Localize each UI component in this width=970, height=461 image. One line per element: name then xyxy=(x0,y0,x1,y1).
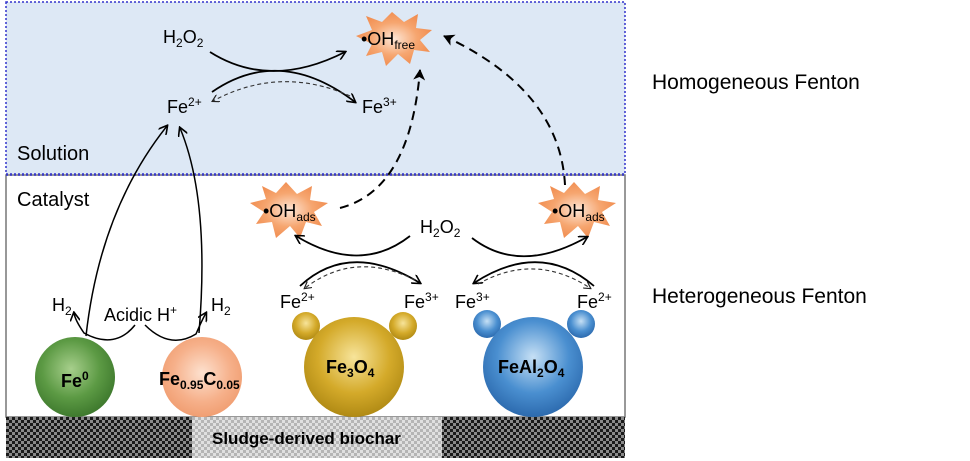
fe3o4-fe2-label: Fe2+ xyxy=(280,290,315,312)
biochar-label: Sludge-derived biochar xyxy=(212,429,401,448)
fe3o4-particle xyxy=(304,317,404,417)
fec-particle xyxy=(162,337,242,417)
fec-h2-evolution-arrow xyxy=(144,313,206,341)
homogeneous-fenton-label: Homogeneous Fenton xyxy=(652,71,860,94)
acidic-h-label: Acidic H+ xyxy=(104,303,178,325)
solution-label: Solution xyxy=(17,143,90,165)
feal2o4-h2o2-to-oh-ads-arrow xyxy=(471,237,587,258)
biochar-light-center xyxy=(192,417,442,458)
fe3o4-small-left xyxy=(292,312,320,340)
fe3o4-label: Fe3O4 xyxy=(326,357,375,380)
fe0-label: Fe0 xyxy=(61,369,89,391)
feal2o4-particle xyxy=(483,317,583,417)
fec-label: Fe0.95C0.05 xyxy=(159,369,240,392)
fe0-particle xyxy=(35,337,115,417)
fe2-to-fe3-arrow xyxy=(211,69,355,102)
h2o2-solution-label: H2O2 xyxy=(163,27,204,50)
feal2o4-fe2-to-fe3-arrow xyxy=(474,261,595,287)
oh-ads-left-star-icon xyxy=(250,182,328,238)
oh-ads-right-star-icon xyxy=(538,182,616,238)
fe3o4-fe3-to-fe2-dashed-arrow xyxy=(305,266,416,288)
fe3o4-fe3-label: Fe3+ xyxy=(404,290,439,312)
feal2o4-fe3-label: Fe3+ xyxy=(455,290,490,312)
h2-left-label: H2 xyxy=(52,295,72,318)
h2-right-label: H2 xyxy=(211,295,231,318)
catalyst-label: Catalyst xyxy=(17,189,90,211)
heterogeneous-fenton-label: Heterogeneous Fenton xyxy=(652,285,867,308)
feal2o4-fe3-to-fe2-dashed-arrow xyxy=(477,268,590,288)
biochar-dark-left xyxy=(6,417,192,458)
feal2o4-small-left xyxy=(473,310,501,338)
oh-ads-left-label: •OHads xyxy=(263,201,316,224)
fe2-solution-label: Fe2+ xyxy=(167,95,202,117)
oh-ads-left-to-oh-free-arrow xyxy=(339,69,426,209)
solution-region xyxy=(5,1,626,175)
fe0-h2-evolution-arrow xyxy=(74,313,136,341)
feal2o4-fe2-label: Fe2+ xyxy=(577,290,612,312)
fe0-to-fe2-arrow xyxy=(85,126,167,337)
biochar-dark-right xyxy=(442,417,625,458)
oh-ads-right-label: •OHads xyxy=(552,201,605,224)
feal2o4-small-right xyxy=(567,310,595,338)
fe3-solution-label: Fe3+ xyxy=(362,95,397,117)
fe3o4-small-right xyxy=(389,312,417,340)
fec-to-fe2-arrow xyxy=(180,128,203,334)
oh-free-label: •OHfree xyxy=(361,29,415,52)
feal2o4-label: FeAl2O4 xyxy=(498,357,565,380)
oh-ads-right-to-oh-free-arrow xyxy=(443,34,566,186)
fe3o4-h2o2-to-oh-ads-arrow xyxy=(296,236,411,257)
h2o2-catalyst-label: H2O2 xyxy=(420,217,461,240)
fe3-to-fe2-dashed-arrow xyxy=(213,81,351,101)
fe3o4-fe2-to-fe3-arrow xyxy=(299,261,420,287)
oh-free-star-icon xyxy=(356,12,432,66)
